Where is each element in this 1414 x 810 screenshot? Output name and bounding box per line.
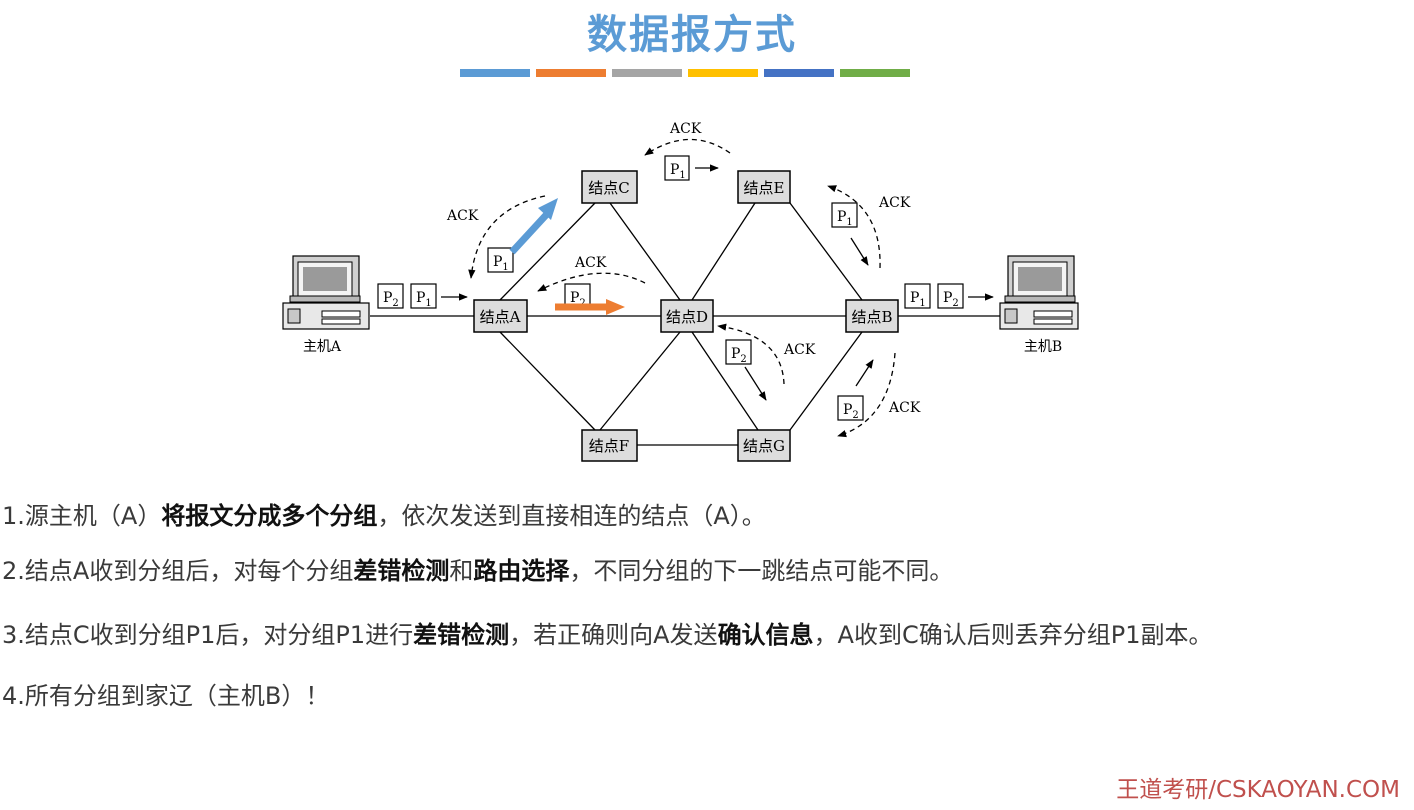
accent-bar	[460, 69, 530, 77]
packet-letter: P	[570, 290, 579, 306]
svg-text:P1: P1	[493, 254, 509, 273]
computer-icon	[999, 255, 1079, 330]
svg-text:P1: P1	[416, 290, 432, 309]
packet-p2: P2	[837, 395, 864, 421]
packet-subscript: 2	[392, 298, 398, 309]
svg-text:P2: P2	[383, 290, 399, 309]
packet-p1: P1	[904, 283, 931, 309]
packet-p2: P2	[937, 283, 964, 309]
packet-p1: P1	[664, 155, 690, 181]
accent-bar	[536, 69, 606, 77]
node-e-label: 结点E	[744, 179, 785, 197]
packet-p2: P2	[377, 283, 404, 309]
packet-subscript: 2	[852, 410, 858, 421]
forward-arrow-blue-head	[538, 198, 558, 220]
packet-subscript: 1	[846, 217, 852, 228]
svg-text:P1: P1	[670, 162, 686, 181]
forward-arrow-orange-head	[606, 299, 625, 315]
ack-label: ACK	[878, 195, 911, 211]
node-a-label: 结点A	[480, 308, 521, 326]
description-line-3: 3.结点C收到分组P1后，对分组P1进行差错检测，若正确则向A发送确认信息，A收…	[2, 621, 1213, 649]
node-f: 结点F	[581, 429, 638, 462]
packet-letter: P	[843, 402, 852, 418]
node-a: 结点A	[473, 299, 528, 333]
node-e: 结点E	[737, 170, 791, 204]
packet-subscript: 1	[679, 170, 685, 181]
packet-p2: P2	[725, 339, 752, 365]
node-b-label: 结点B	[851, 308, 892, 326]
packet-subscript: 2	[740, 354, 746, 365]
forward-arrow-blue	[509, 211, 550, 255]
computer-icon	[282, 255, 370, 330]
packet-letter: P	[670, 162, 679, 178]
accent-bar	[840, 69, 910, 77]
packet-direction-arrows	[441, 164, 994, 401]
description-line-2: 2.结点A收到分组后，对每个分组差错检测和路由选择，不同分组的下一跳结点可能不同…	[2, 557, 954, 585]
ack-arcs	[468, 138, 896, 438]
packet-letter: P	[910, 290, 919, 306]
packet-subscript: 1	[502, 262, 508, 273]
accent-bar	[764, 69, 834, 77]
network-links	[370, 202, 1000, 446]
packet-letter: P	[493, 254, 502, 270]
node-g-label: 结点G	[743, 437, 785, 455]
svg-text:P2: P2	[843, 402, 859, 421]
accent-bar	[688, 69, 758, 77]
description-line-1: 1.源主机（A）将报文分成多个分组，依次发送到直接相连的结点（A）。	[2, 502, 766, 530]
accent-bar	[612, 69, 682, 77]
ack-label: ACK	[446, 208, 479, 224]
ack-label: ACK	[783, 342, 816, 358]
packet-subscript: 1	[919, 298, 925, 309]
svg-text:P2: P2	[731, 346, 747, 365]
packet-p1: P1	[831, 202, 858, 228]
svg-text:P1: P1	[910, 290, 926, 309]
page-title: 数据报方式	[587, 12, 797, 58]
node-b: 结点B	[845, 299, 899, 333]
node-d-label: 结点D	[666, 308, 708, 326]
host-a-label: 主机A	[303, 339, 342, 355]
datagram-network-diagram: 主机A 主机B 结点A 结点C 结点D 结点E 结点B 结点F 结点G	[282, 121, 1079, 462]
packet-letter: P	[383, 290, 392, 306]
packet-letter: P	[416, 290, 425, 306]
ack-label: ACK	[669, 121, 702, 137]
ack-label: ACK	[888, 400, 921, 416]
svg-text:P1: P1	[837, 209, 853, 228]
packet-letter: P	[943, 290, 952, 306]
title-accent-bars	[460, 69, 910, 77]
node-g: 结点G	[737, 429, 791, 462]
packet-p1: P1	[487, 247, 514, 273]
svg-text:P2: P2	[943, 290, 959, 309]
node-f-label: 结点F	[589, 437, 629, 455]
ack-label: ACK	[574, 255, 607, 271]
description-line-4: 4.所有分组到家辽（主机B）！	[2, 682, 330, 710]
node-c-label: 结点C	[588, 179, 629, 197]
packet-letter: P	[837, 209, 846, 225]
node-d: 结点D	[660, 299, 714, 333]
packet-subscript: 2	[952, 298, 958, 309]
packet-letter: P	[731, 346, 740, 362]
node-c: 结点C	[581, 170, 638, 204]
packet-p1: P1	[410, 283, 437, 309]
packet-subscript: 1	[425, 298, 431, 309]
footer-watermark: 王道考研/CSKAOYAN.COM	[1116, 777, 1400, 803]
host-b-label: 主机B	[1024, 339, 1062, 355]
